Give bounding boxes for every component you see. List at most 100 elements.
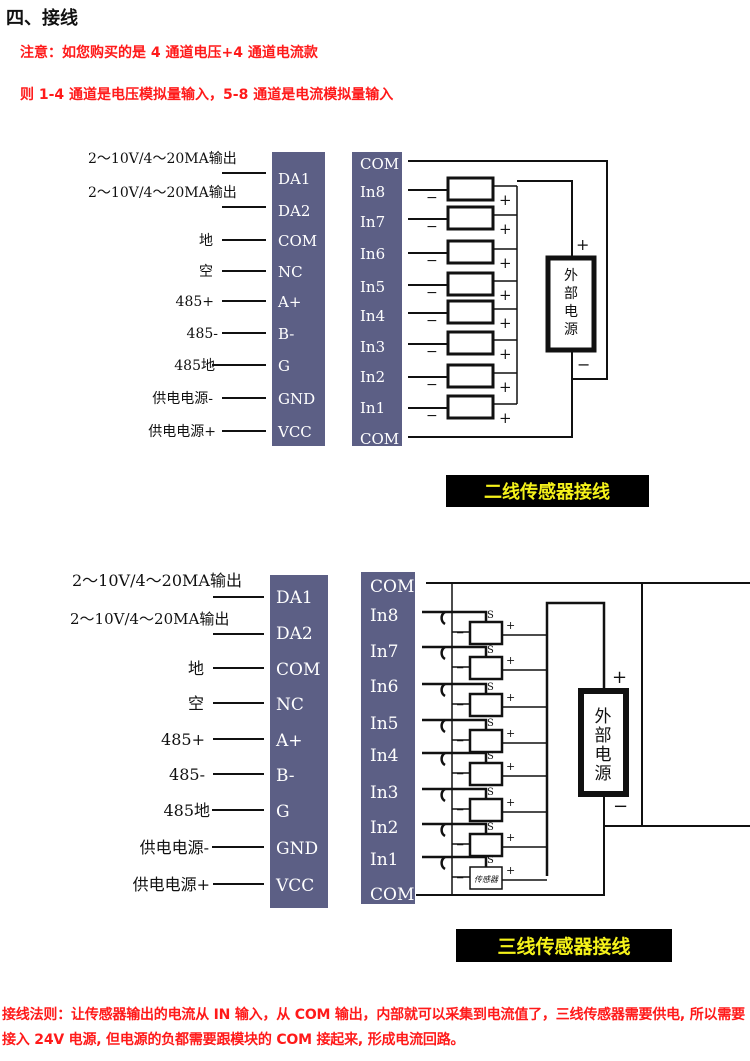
- hop-over-arc: [440, 682, 446, 698]
- external-power-label: 源: [564, 322, 578, 338]
- hop-over-arc: [440, 855, 446, 871]
- plus-sign: +: [499, 378, 512, 396]
- terminal-label-vcc: VCC: [277, 423, 312, 441]
- sensor-box: [446, 176, 495, 202]
- minus-sign: −: [426, 285, 438, 301]
- terminal-label-in7: In7: [370, 642, 398, 662]
- external-power-label: 电: [595, 745, 612, 765]
- terminal-label-a+: A+: [275, 731, 303, 751]
- power-plus-sign: +: [576, 235, 589, 254]
- minus-sign: −: [456, 628, 464, 639]
- note-line-1: 注意：如您购买的是 4 通道电压+4 通道电流款: [20, 45, 318, 61]
- minus-sign: −: [426, 313, 438, 329]
- external-power-label: 外: [564, 268, 578, 284]
- terminal-label-in5: In5: [360, 278, 385, 296]
- minus-sign: −: [456, 769, 464, 780]
- minus-sign: −: [426, 408, 438, 424]
- power-plus-sign: +: [612, 667, 627, 688]
- right-terminal-block: [361, 572, 415, 904]
- two-wire-diagram: DA1DA2COMNCA+B-GGNDVCC2～10V/4～20MA输出2～10…: [88, 151, 649, 507]
- terminal-label-vcc: VCC: [275, 876, 314, 896]
- minus-sign: −: [426, 219, 438, 235]
- minus-sign: −: [426, 190, 438, 206]
- terminal-description: 地: [188, 659, 204, 678]
- terminal-label-b-: B-: [278, 325, 294, 343]
- sensor-label: 传感器: [474, 875, 499, 884]
- diagram1-title-banner: [446, 475, 649, 507]
- plus-sign: +: [499, 345, 512, 363]
- hop-over-arc: [440, 751, 446, 767]
- minus-sign: −: [456, 736, 464, 747]
- terminal-label-in1: In1: [360, 399, 385, 417]
- terminal-description: 485-: [169, 765, 205, 784]
- signal-wire: [445, 822, 488, 834]
- terminal-label-in5: In5: [370, 714, 398, 734]
- terminal-label-b-: B-: [276, 766, 295, 786]
- da2-description: 2～10V/4～20MA输出: [70, 610, 229, 628]
- minus-sign: −: [426, 344, 438, 360]
- three-wire-diagram: DA1DA2COMNCA+B-GGNDVCC2～10V/4～20MA输出2～10…: [70, 571, 750, 962]
- sensor-box: [446, 271, 495, 297]
- terminal-label-da2: DA2: [276, 624, 313, 644]
- signal-label: S: [487, 751, 494, 762]
- sensor-box: [468, 620, 504, 646]
- com-bottom-wire: [408, 352, 573, 438]
- minus-sign: −: [456, 700, 464, 711]
- sensor-box: [446, 330, 495, 356]
- minus-sign: −: [456, 663, 464, 674]
- external-power-box: [578, 688, 629, 797]
- terminal-label-com: COM: [276, 660, 320, 680]
- plus-sign: +: [499, 254, 512, 272]
- sensor-box: [446, 299, 495, 325]
- terminal-label-com: COM: [278, 232, 317, 250]
- plus-sign: +: [506, 864, 515, 877]
- da1-description: 2～10V/4～20MA输出: [88, 151, 237, 167]
- signal-wire: [445, 645, 488, 657]
- external-power-box: [545, 255, 597, 353]
- terminal-description: 485+: [176, 294, 214, 310]
- terminal-description: 供电电源+: [148, 424, 216, 440]
- signal-label: S: [487, 822, 494, 833]
- plus-sign: +: [506, 654, 515, 667]
- signal-label: S: [487, 855, 494, 866]
- terminal-label-com: COM: [360, 155, 399, 173]
- sensor-box: [446, 363, 495, 389]
- signal-label: S: [487, 787, 494, 798]
- external-power-label: 部: [595, 726, 612, 746]
- diagram1-title: 二线传感器接线: [484, 481, 610, 503]
- signal-wire: [445, 610, 488, 622]
- terminal-label-da1: DA1: [278, 170, 310, 188]
- sensor-box: [468, 832, 504, 858]
- signal-wire: [445, 787, 488, 799]
- wiring-diagrams: DA1DA2COMNCA+B-GGNDVCC2～10V/4～20MA输出2～10…: [70, 151, 750, 962]
- external-power-label: 电: [564, 304, 578, 320]
- minus-sign: −: [456, 805, 464, 816]
- power-minus-sign: −: [577, 355, 590, 374]
- diagram2-title: 三线传感器接线: [497, 935, 630, 958]
- terminal-description: 空: [188, 694, 204, 713]
- minus-sign: −: [456, 840, 464, 851]
- right-terminal-block: [352, 152, 402, 446]
- terminal-description: 空: [199, 264, 213, 280]
- terminal-label-in1: In1: [370, 850, 398, 870]
- terminal-description: 485+: [161, 730, 205, 749]
- da2-description: 2～10V/4～20MA输出: [88, 185, 237, 201]
- signal-label: S: [487, 610, 494, 621]
- hop-over-arc: [440, 645, 446, 661]
- terminal-label-com: COM: [370, 885, 414, 905]
- terminal-description: 供电电源+: [133, 875, 210, 894]
- plus-sign: +: [506, 691, 515, 704]
- com-top-wire: [408, 160, 608, 380]
- plus-sign: +: [499, 409, 512, 427]
- plus-sign: +: [499, 191, 512, 209]
- terminal-label-in4: In4: [360, 307, 385, 325]
- terminal-label-in3: In3: [370, 783, 398, 803]
- sensor-box: [468, 655, 504, 681]
- signal-wire: [445, 855, 488, 867]
- sensor-box: [468, 728, 504, 754]
- terminal-label-in3: In3: [360, 338, 385, 356]
- terminal-label-in2: In2: [360, 368, 385, 386]
- sensor-box: [468, 692, 504, 718]
- sensor-box-labeled: [469, 866, 503, 890]
- external-power-label: 源: [595, 764, 612, 784]
